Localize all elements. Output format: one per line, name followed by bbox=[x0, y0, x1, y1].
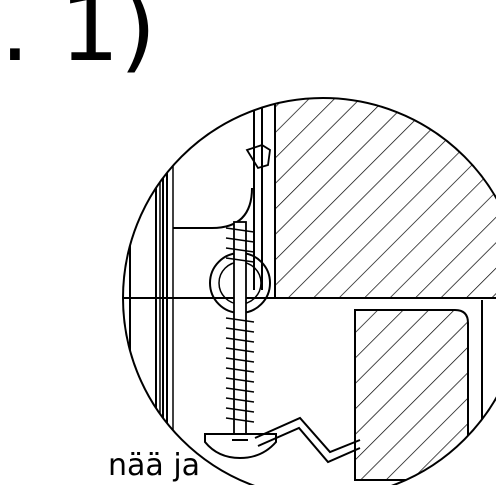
lower-hatched-block bbox=[354, 309, 469, 481]
screw-head bbox=[204, 433, 277, 460]
detail-number-label: . 1) bbox=[0, 0, 157, 83]
top-plate-hatch bbox=[165, 68, 350, 78]
hatched-block bbox=[274, 98, 496, 299]
caption-fragment: nää ja bbox=[108, 448, 201, 483]
screw-threads bbox=[225, 227, 255, 423]
clip-spring-top bbox=[245, 144, 271, 170]
bent-wire bbox=[254, 416, 361, 454]
top-plate bbox=[60, 67, 360, 79]
bent-wire-inner bbox=[257, 426, 361, 464]
quarter-circle-recess bbox=[173, 187, 253, 229]
detail-circle-border bbox=[122, 97, 496, 485]
detail-contents bbox=[60, 67, 496, 485]
